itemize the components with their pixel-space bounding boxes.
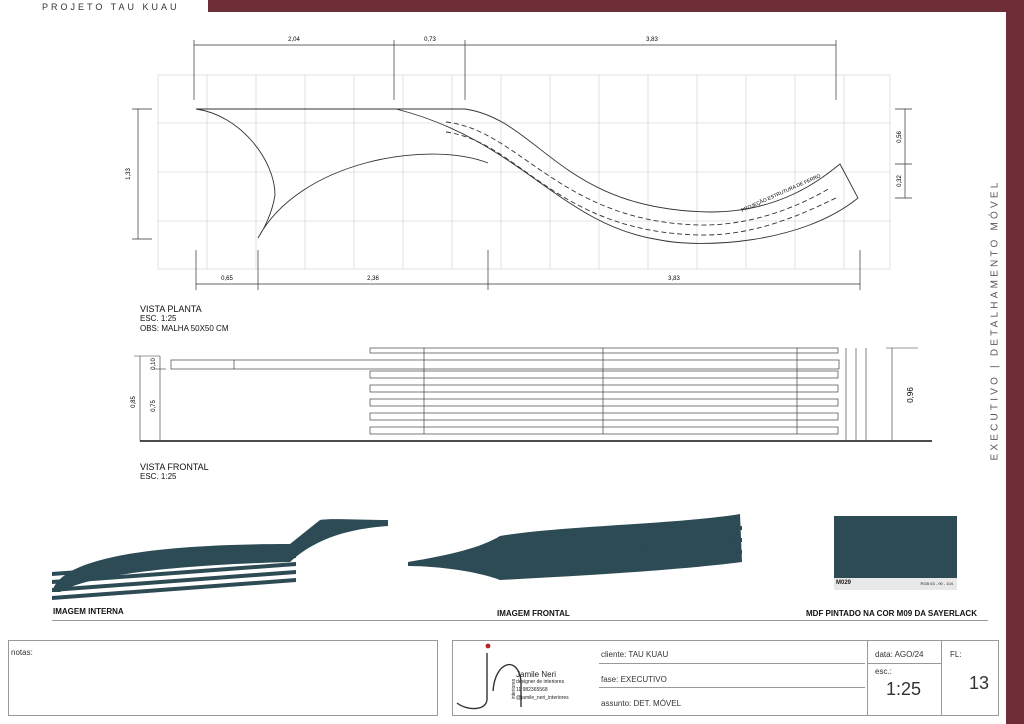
front-right-dim: 0,96: [906, 387, 915, 403]
front-view-drawing: 0,85 0,10 0,75 0,96: [131, 347, 932, 442]
plan-outline: [195, 108, 859, 244]
designer-logo-icon: [456, 643, 522, 710]
plan-bottom-dim-2: 2,36: [367, 276, 379, 282]
sheet-label: FL:: [950, 650, 962, 659]
swatch-code: M029: [836, 580, 852, 586]
title-block: interiores Jamile Neri designer de inter…: [452, 640, 999, 716]
frontal-image-caption: IMAGEM FRONTAL: [497, 609, 570, 618]
subject-field: assunto: DET. MÓVEL: [601, 699, 682, 708]
phase-line: [599, 687, 865, 688]
notes-box: notas:: [8, 640, 438, 716]
plan-top-dim-1: 2,04: [288, 37, 300, 43]
plan-bottom-dim-1: 0,65: [221, 276, 233, 282]
designer-role: designer de interiores: [516, 679, 565, 685]
plan-top-dim-2: 0,73: [424, 37, 436, 43]
internal-render: [52, 519, 388, 600]
designer-handle: @jamile_neri_interiores: [516, 695, 569, 701]
plan-view-drawing: PROJEÇÃO ESTRUTURA DE FERRO 2,04 0,73 3,…: [126, 37, 912, 290]
client-field: cliente: TAU KUAU: [601, 650, 669, 659]
plan-bottom-dim-3: 3,83: [668, 276, 680, 282]
swatch-info-bar: M029 RGB 63 - 90 - 104: [834, 578, 957, 590]
designer-name: Jamile Neri: [516, 670, 557, 679]
internal-image-caption: IMAGEM INTERNA: [53, 607, 124, 616]
project-title: PROJETO TAU KUAU: [42, 2, 180, 12]
plan-dimension-lines: [132, 40, 912, 290]
render-images: [52, 514, 742, 600]
date-line: [867, 663, 941, 664]
date-field: data: AGO/24: [875, 650, 924, 659]
title-block-divider-2: [941, 641, 942, 715]
front-caption: VISTA FRONTAL ESC. 1:25: [140, 462, 209, 481]
captions-divider: [52, 620, 988, 621]
title-block-divider-1: [867, 641, 868, 715]
phase-field: fase: EXECUTIVO: [601, 675, 667, 684]
scale-value: 1:25: [886, 679, 922, 699]
notes-label: notas:: [11, 648, 33, 657]
scale-label: esc.:: [875, 667, 892, 676]
top-brand-band: [208, 0, 1024, 12]
front-left-dim-2: 0,10: [151, 358, 157, 370]
plan-top-dim-3: 3,83: [646, 37, 658, 43]
iron-structure-note: PROJEÇÃO ESTRUTURA DE FERRO: [740, 172, 822, 214]
material-caption: MDF PINTADO NA COR M09 DA SAYERLACK: [806, 609, 977, 618]
sheet-number: 13: [969, 673, 990, 693]
plan-left-dim: 1,33: [126, 168, 132, 180]
plan-grid: [157, 74, 891, 270]
plan-right-dim-2: 0,32: [897, 175, 903, 187]
frontal-render: [408, 514, 742, 580]
swatch-rgb: RGB 63 - 90 - 104: [920, 581, 953, 586]
plan-right-dim-1: 0,56: [897, 131, 903, 143]
material-swatch: [834, 516, 957, 590]
right-brand-band: [1006, 12, 1024, 724]
client-line: [599, 663, 865, 664]
plan-caption: VISTA PLANTA ESC. 1:25 OBS: MALHA 50X50 …: [140, 304, 229, 333]
front-left-dim-1: 0,85: [131, 396, 137, 408]
front-left-dim-3: 0,75: [151, 400, 157, 412]
designer-phone: 11 982365568: [516, 687, 548, 693]
